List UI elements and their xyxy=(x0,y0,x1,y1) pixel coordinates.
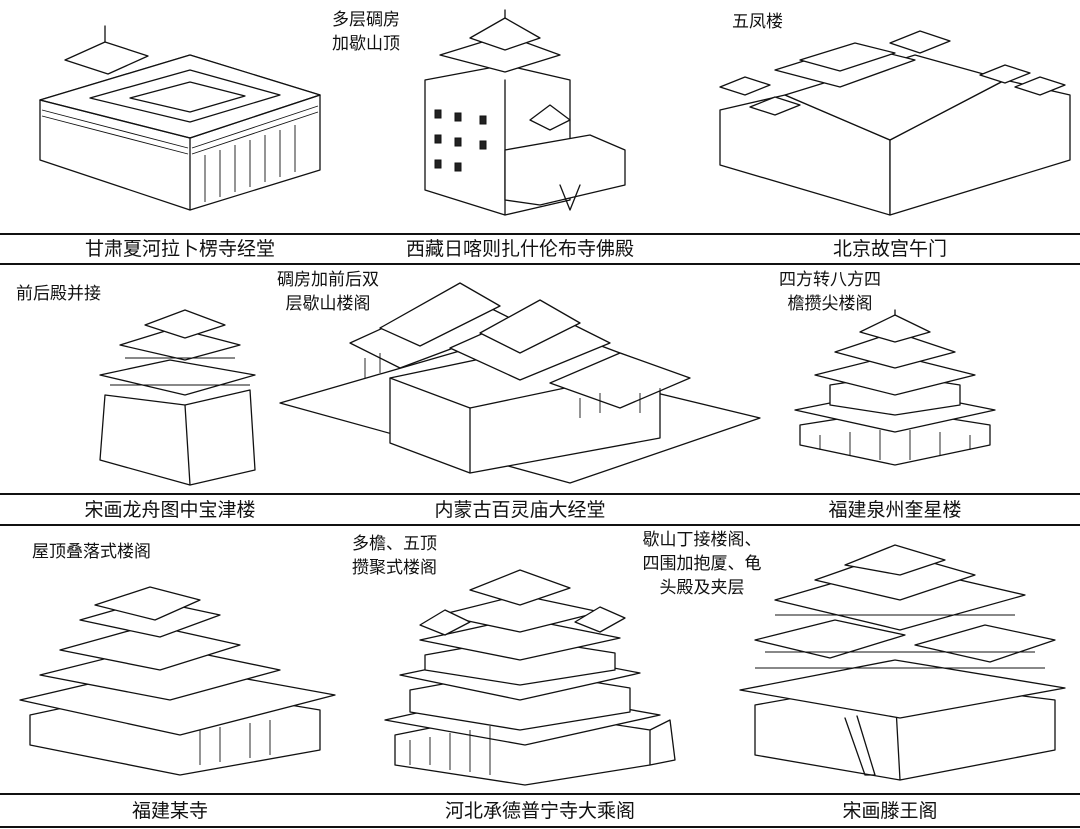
caption-bailing-temple: 内蒙古百灵庙大经堂 xyxy=(434,499,606,521)
tengwang-pavilion-drawing xyxy=(735,540,1070,788)
caption-meridian-gate: 北京故宫午门 xyxy=(832,238,947,260)
baojin-tower-drawing xyxy=(90,300,270,485)
note-baojin-tower: 前后殿并接 xyxy=(16,284,101,304)
caption-kuixing-tower: 福建泉州奎星楼 xyxy=(828,499,962,521)
caption-baojin-tower: 宋画龙舟图中宝津楼 xyxy=(84,499,256,521)
bailing-temple-drawing xyxy=(280,268,760,488)
labrang-hall-drawing xyxy=(30,20,330,210)
kuixing-tower-drawing xyxy=(790,310,1000,485)
caption-tashilhunpo-hall: 西藏日喀则扎什伦布寺佛殿 xyxy=(405,238,634,260)
note-fujian-temple: 屋顶叠落式楼阁 xyxy=(32,542,151,562)
caption-fujian-temple: 福建某寺 xyxy=(131,800,208,822)
divider-row3-bottom xyxy=(0,826,1080,828)
fujian-temple-drawing xyxy=(20,575,340,775)
note-tashilhunpo: 多层碉房 加歇山顶 xyxy=(332,10,400,54)
divider-row3-top xyxy=(0,793,1080,795)
caption-labrang-hall: 甘肃夏河拉卜楞寺经堂 xyxy=(84,238,275,260)
divider-row1-top xyxy=(0,233,1080,235)
divider-row2-top xyxy=(0,493,1080,495)
note-kuixing-tower: 四方转八方四 檐攒尖楼阁 xyxy=(779,270,881,314)
note-puning-pavilion: 多檐、五顶 攒聚式楼阁 xyxy=(352,534,437,578)
caption-puning-pavilion: 河北承德普宁寺大乘阁 xyxy=(444,800,635,822)
caption-tengwang-pavilion: 宋画滕王阁 xyxy=(842,800,938,822)
note-tengwang-pavilion: 歇山丁接楼阁、 四围加抱厦、龟 头殿及夹层 xyxy=(642,530,762,598)
divider-row1-bottom xyxy=(0,263,1080,265)
tashilhunpo-drawing xyxy=(410,10,630,220)
note-bailing-temple: 碉房加前后双 层歇山楼阁 xyxy=(277,270,379,314)
note-meridian-gate: 五凤楼 xyxy=(732,12,783,32)
meridian-gate-drawing xyxy=(715,15,1075,215)
divider-row2-bottom xyxy=(0,524,1080,526)
puning-pavilion-drawing xyxy=(380,560,680,785)
